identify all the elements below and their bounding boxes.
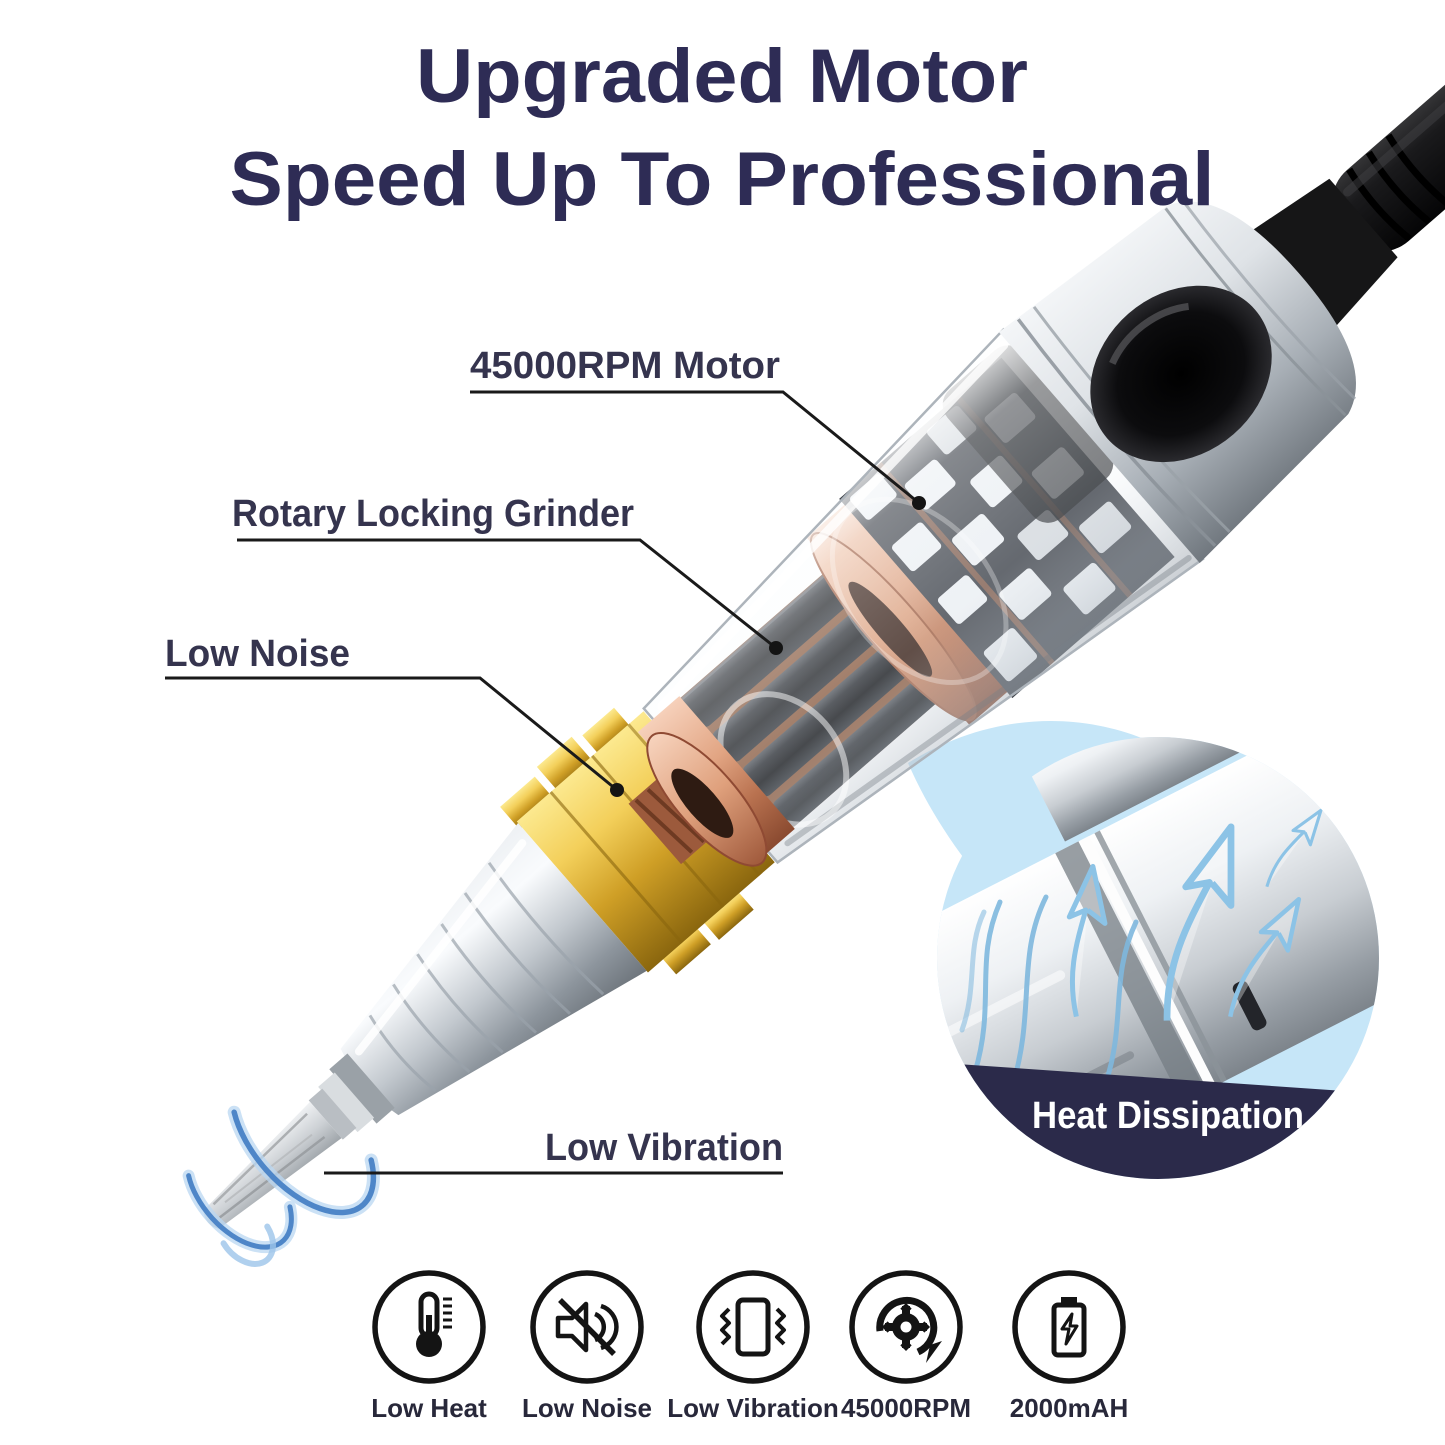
- gold-gear-section: [500, 707, 775, 975]
- page-title-line2: Speed Up To Professional: [230, 137, 1215, 222]
- rear-cap: [998, 200, 1357, 564]
- feature-low-noise: Low Noise: [522, 1270, 652, 1423]
- inset-banner-label: Heat Dissipation: [1032, 1095, 1304, 1137]
- feature-battery-label: 2000mAH: [1010, 1393, 1129, 1423]
- callout-motor-label: 45000RPM Motor: [470, 345, 780, 387]
- battery-bolt-icon: [1051, 1297, 1087, 1358]
- airflow-lines: [959, 894, 1139, 1090]
- power-cable: [1249, 0, 1445, 329]
- feature-battery: 2000mAH: [1010, 1270, 1129, 1423]
- feature-low-heat-label: Low Heat: [371, 1393, 487, 1423]
- vibration-glow: [182, 1105, 380, 1267]
- callout-vibration-label: Low Vibration: [545, 1127, 783, 1169]
- feature-low-noise-label: Low Noise: [522, 1393, 652, 1423]
- collet-chuck: [308, 1053, 395, 1140]
- nose-cone: [340, 823, 647, 1116]
- vibrating-phone-icon: [720, 1297, 786, 1357]
- feature-low-vibration-label: Low Vibration: [667, 1393, 838, 1423]
- callout-lines: [165, 390, 926, 1175]
- feature-circle: [1012, 1270, 1126, 1384]
- feature-rpm-label: 45000RPM: [841, 1393, 971, 1423]
- transparent-housing: [642, 327, 1205, 865]
- feature-circle: [372, 1270, 486, 1384]
- muted-speaker-icon: [555, 1298, 619, 1356]
- thermometer-icon: [416, 1291, 452, 1357]
- feature-low-vibration: Low Vibration: [667, 1270, 839, 1423]
- feature-row: Low Heat Low Noise Low Vibration: [371, 1270, 1129, 1423]
- feature-circle: [530, 1270, 644, 1384]
- feature-circle: [849, 1270, 963, 1384]
- feature-rpm: 45000RPM: [841, 1270, 971, 1423]
- callout-noise-label: Low Noise: [165, 633, 350, 675]
- feature-low-heat: Low Heat: [371, 1270, 487, 1423]
- callout-grinder-label: Rotary Locking Grinder: [232, 493, 634, 535]
- rotating-gear-icon: [876, 1296, 942, 1363]
- feature-circle: [696, 1270, 810, 1384]
- nail-drill-handpiece: [182, 0, 1445, 1267]
- page-title-line1: Upgraded Motor: [416, 34, 1028, 119]
- front-copper-ring: [628, 696, 795, 867]
